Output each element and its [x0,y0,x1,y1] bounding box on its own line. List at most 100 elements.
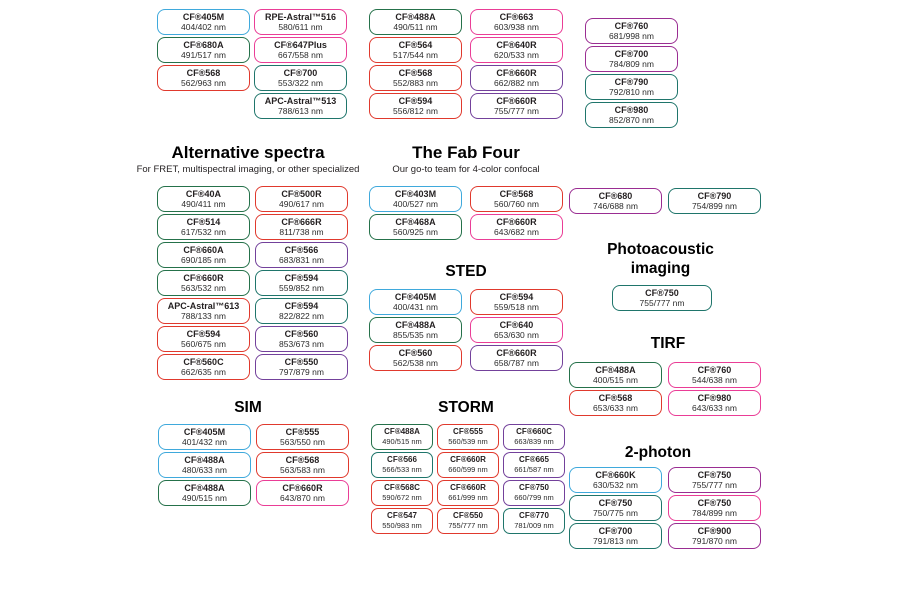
dye-wavelengths: 791/870 nm [692,536,737,546]
dye-wavelengths: 617/532 nm [181,227,226,237]
dye-wavelengths: 560/539 nm [448,437,488,446]
dye-name: CF®770 [519,511,549,520]
dye-wavelengths: 755/777 nm [692,480,737,490]
dye-wavelengths: 580/611 nm [278,22,323,32]
dye-wavelengths: 788/613 nm [278,106,323,116]
dye-name: CF®594 [398,96,433,106]
dye-wavelengths: 662/635 nm [181,367,226,377]
section-title-storm: STORM [438,399,494,416]
dye-wavelengths: 661/587 nm [514,465,554,474]
dye-name: CF®568 [186,68,221,78]
dye-name: CF®790 [697,191,732,201]
dye-wavelengths: 643/870 nm [280,493,325,503]
dye-name: CF®660R [496,217,537,227]
section-subtitle-alternative-spectra: For FRET, multispectral imaging, or othe… [136,164,360,175]
section-title-photoacoustic-imaging: Photoacoustic imaging [607,241,714,277]
dye-name: CF®665 [519,455,549,464]
dye-wavelengths: 855/535 nm [393,330,438,340]
section-title-2-photon: 2-photon [624,444,692,461]
dye-wavelengths: 544/638 nm [692,375,737,385]
dye-name: CF®568 [285,455,320,465]
dye-wavelengths: 404/402 nm [181,22,226,32]
dye-wavelengths: 559/518 nm [494,302,539,312]
dye-name: CF®660R [282,483,323,493]
dye-wavelengths: 653/633 nm [593,403,638,413]
dye-name: APC-Astral™613 [167,301,240,311]
section-title-sim: SIM [234,399,262,416]
dye-name: CF®640R [496,40,537,50]
dye-wavelengths: 563/583 nm [280,465,325,475]
dye-wavelengths: 788/133 nm [181,311,226,321]
dye-name: CF®568 [598,393,633,403]
dye-name: CF®647Plus [274,40,327,50]
dye-name: CF®900 [697,526,732,536]
dye-wavelengths: 662/882 nm [494,78,539,88]
dye-name: CF®568 [398,68,433,78]
dye-wavelengths: 791/813 nm [593,536,638,546]
dye-name: CF®405M [394,292,437,302]
dye-name: CF®550 [453,511,483,520]
dye-name: CF®666R [281,217,322,227]
dye-name: RPE-Astral™516 [264,12,337,22]
dye-wavelengths: 853/673 nm [279,339,324,349]
dye-name: CF®660R [183,273,224,283]
dye-name: CF®500R [281,189,322,199]
dye-wavelengths: 560/760 nm [494,199,539,209]
dye-wavelengths: 630/532 nm [593,480,638,490]
dye-wavelengths: 490/515 nm [182,493,227,503]
dye-wavelengths: 797/879 nm [279,367,324,377]
dye-wavelengths: 755/777 nm [448,521,488,530]
dye-name: CF®700 [598,526,633,536]
dye-name: CF®750 [697,470,732,480]
dye-wavelengths: 400/515 nm [593,375,638,385]
dye-name: CF®564 [398,40,433,50]
dye-name: CF®568 [499,189,534,199]
dye-name: CF®488A [184,455,225,465]
dye-name: CF®405M [182,12,225,22]
dye-name: CF®468A [395,217,436,227]
dye-name: CF®488A [395,320,436,330]
dye-wavelengths: 643/633 nm [692,403,737,413]
dye-wavelengths: 490/411 nm [181,199,226,209]
dye-wavelengths: 480/633 nm [182,465,227,475]
dye-wavelengths: 822/822 nm [279,311,324,321]
dye-name: CF®790 [614,77,649,87]
dye-name: CF®750 [519,483,549,492]
dye-name: CF®560 [284,329,319,339]
